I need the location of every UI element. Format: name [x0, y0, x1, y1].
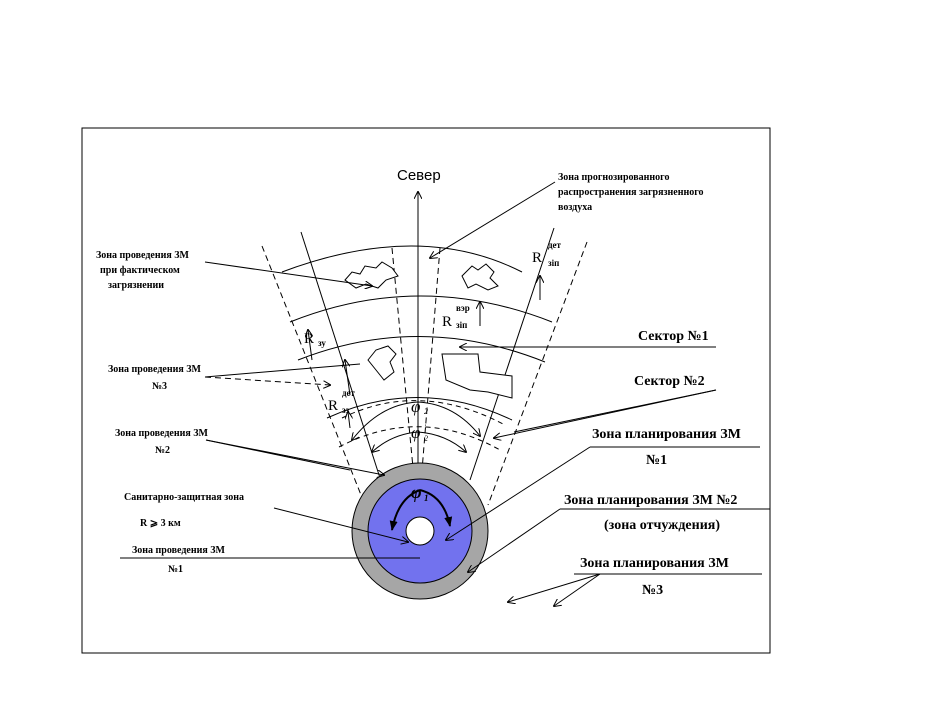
svg-text:R: R	[532, 250, 542, 266]
svg-text:R: R	[328, 398, 338, 414]
planning3-label: Зона планирования ЗМ №3	[580, 556, 729, 598]
zm1-zone-label: Зона проведения ЗМ №1	[132, 545, 226, 575]
zm2-zone-label: Зона проведения ЗМ №2	[115, 428, 209, 456]
svg-text:воздуха: воздуха	[558, 202, 592, 213]
svg-text:№2: №2	[155, 445, 170, 456]
svg-text:вэр: вэр	[456, 303, 470, 313]
forecast-zone-label: Зона прогнозированного распространения з…	[558, 172, 704, 213]
sector2-boundaries	[261, 241, 588, 521]
r-zu-symbol: R зу	[304, 331, 326, 348]
svg-text:φ: φ	[411, 482, 422, 502]
svg-text:φ: φ	[411, 423, 420, 442]
svg-text:R: R	[442, 314, 452, 330]
svg-text:зз: зз	[342, 405, 350, 415]
phi2-arcs	[352, 401, 480, 452]
planning1-label: Зона планирования ЗМ №1	[592, 427, 741, 468]
sanitary-zone-label: Санитарно-защитная зона R ⩾ 3 км	[124, 492, 244, 529]
svg-text:Зона планирования ЗМ: Зона планирования ЗМ	[592, 427, 741, 442]
svg-text:№1: №1	[168, 564, 183, 575]
svg-text:№1: №1	[646, 453, 667, 468]
svg-text:Зона проведения ЗМ: Зона проведения ЗМ	[108, 364, 202, 375]
svg-text:дет: дет	[342, 388, 356, 398]
leader-lines	[120, 181, 770, 606]
svg-text:R ⩾ 3 км: R ⩾ 3 км	[140, 518, 181, 529]
r-det-zip-symbol: R дет зіп	[532, 240, 562, 268]
sector1-label: Сектор №1	[638, 329, 709, 344]
svg-text:зіп: зіп	[456, 320, 467, 330]
svg-text:2: 2	[424, 434, 428, 443]
range-arcs	[281, 245, 553, 421]
svg-text:№3: №3	[642, 583, 663, 598]
svg-text:Зона прогнозированного: Зона прогнозированного	[558, 172, 669, 183]
r-vzr-zip-symbol: R вэр зіп	[442, 303, 470, 330]
svg-text:№3: №3	[152, 381, 167, 392]
svg-text:Зона планирования ЗМ №2: Зона планирования ЗМ №2	[564, 493, 737, 508]
svg-text:Санитарно-защитная зона: Санитарно-защитная зона	[124, 492, 244, 503]
planning-zone-1	[405, 516, 435, 546]
phi2-prime-symbol: φ ' 2	[411, 423, 428, 443]
svg-text:φ: φ	[411, 397, 420, 416]
svg-text:зіп: зіп	[548, 258, 559, 268]
svg-text:Зона проведения ЗМ: Зона проведения ЗМ	[96, 250, 190, 261]
svg-text:R: R	[304, 331, 314, 347]
svg-text:Зона проведения ЗМ: Зона проведения ЗМ	[115, 428, 209, 439]
contamination-spots	[344, 261, 513, 399]
r-det-zz-symbol: R дет зз	[328, 388, 356, 415]
actual-zone-label: Зона проведения ЗМ при фактическом загря…	[96, 250, 190, 291]
phi1-arcs	[389, 489, 453, 531]
svg-text:дет: дет	[548, 240, 562, 250]
svg-text:1: 1	[424, 493, 429, 503]
zm3-zone-label: Зона проведения ЗМ №3	[108, 364, 202, 392]
phi1-symbol: φ 1	[411, 482, 429, 503]
svg-text:(зона отчуждения): (зона отчуждения)	[604, 518, 720, 533]
svg-text:Зона проведения ЗМ: Зона проведения ЗМ	[132, 545, 226, 556]
phi2-symbol: φ 2	[411, 397, 428, 416]
svg-text:': '	[424, 423, 426, 432]
svg-text:2: 2	[424, 407, 428, 416]
north-label: Север	[397, 167, 441, 184]
sector1-boundaries	[300, 227, 555, 481]
radius-arrows	[308, 276, 540, 429]
sector2-label: Сектор №2	[634, 374, 705, 389]
svg-text:Зона планирования ЗМ: Зона планирования ЗМ	[580, 556, 729, 571]
svg-text:зу: зу	[318, 338, 326, 348]
svg-text:распространения загрязненного: распространения загрязненного	[558, 187, 704, 198]
planning2-label: Зона планирования ЗМ №2 (зона отчуждения…	[564, 493, 737, 533]
svg-text:загрязнении: загрязнении	[108, 280, 164, 291]
svg-text:при фактическом: при фактическом	[100, 265, 180, 276]
